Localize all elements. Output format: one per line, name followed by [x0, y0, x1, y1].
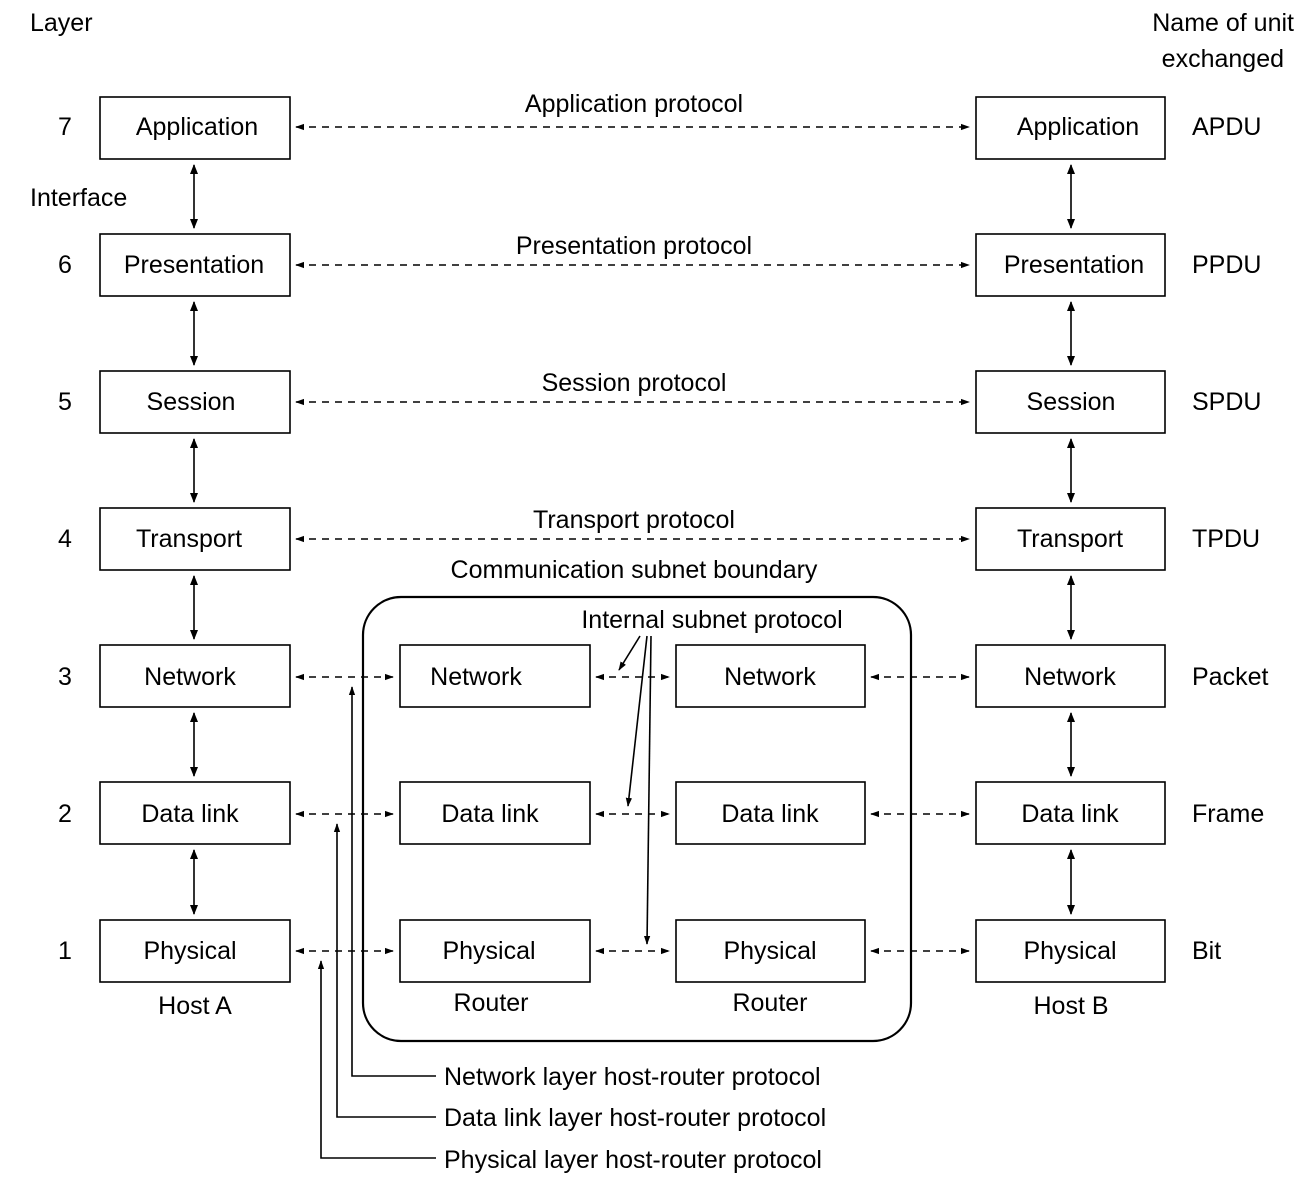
layer-number: 2 — [58, 800, 72, 828]
router-left-caption: Router — [453, 989, 528, 1017]
layer-number: 5 — [58, 388, 72, 416]
host-b-data-link-box — [975, 781, 1166, 845]
router-left-network-box — [399, 644, 591, 708]
physical-host-router-protocol-label: Physical layer host-router protocol — [444, 1146, 822, 1174]
protocol-label: Transport protocol — [533, 506, 735, 534]
data-link-host-router-protocol-label: Data link layer host-router protocol — [444, 1104, 826, 1132]
unit-label: Packet — [1192, 663, 1268, 691]
internal-subnet-protocol-pointers — [618, 635, 652, 945]
layer-row-6: 6 Presentation Presentation Presentation… — [58, 232, 1261, 297]
router-right-caption: Router — [732, 989, 807, 1017]
router-right-physical-box — [675, 919, 866, 983]
layer-number: 3 — [58, 663, 72, 691]
host-b-layer-name: Transport — [1017, 525, 1123, 553]
router-right-network-box — [675, 644, 866, 708]
layer-number: 7 — [58, 113, 72, 141]
router-left-layer-name: Physical — [442, 937, 535, 965]
router-right-data-link-box — [675, 781, 866, 845]
layer-row-7: 7 Application Application Application pr… — [58, 90, 1261, 160]
layer-row-1: 1 Physical Physical Physical Physical Bi… — [58, 919, 1221, 983]
layer-row-5: 5 Session Session Session protocol SPDU — [58, 369, 1261, 434]
unit-column-header-line2: exchanged — [1162, 45, 1284, 73]
internal-subnet-protocol-label: Internal subnet protocol — [581, 606, 842, 634]
layer-row-2: 2 Data link Data link Data link Data lin… — [58, 781, 1264, 845]
communication-subnet-boundary — [361, 595, 913, 1043]
layer-row-3: 3 Network Network Network Network Packet — [58, 644, 1268, 708]
router-right-layer-name: Data link — [721, 800, 819, 828]
router-left-physical-box — [399, 919, 591, 983]
data-link-host-router-leader — [333, 823, 436, 1118]
host-a-caption: Host A — [158, 992, 232, 1020]
host-b-layer-name: Physical — [1023, 937, 1116, 965]
host-a-layer-name: Session — [147, 388, 236, 416]
network-host-router-leader — [348, 686, 436, 1077]
protocol-label: Session protocol — [542, 369, 727, 397]
router-left-layer-name: Network — [430, 663, 522, 691]
host-a-physical-box — [99, 919, 291, 983]
subnet-boundary-label: Communication subnet boundary — [451, 556, 818, 584]
unit-label: APDU — [1192, 113, 1261, 141]
host-a-layer-name: Presentation — [124, 251, 264, 279]
protocol-label: Presentation protocol — [516, 232, 752, 260]
pointer-to-data-link — [625, 635, 648, 807]
host-a-transport-box — [99, 507, 291, 571]
network-host-router-protocol-label: Network layer host-router protocol — [444, 1063, 821, 1091]
unit-label: TPDU — [1192, 525, 1260, 553]
host-b-session-box — [975, 370, 1166, 434]
router-right-layer-name: Physical — [723, 937, 816, 965]
router-left-layer-name: Data link — [441, 800, 539, 828]
host-b-physical-box — [975, 919, 1166, 983]
host-a-layer-name: Application — [136, 113, 258, 141]
layer-column-header: Layer — [30, 9, 93, 37]
physical-host-router-leader — [317, 960, 436, 1159]
host-b-transport-box — [975, 507, 1166, 571]
interface-label: Interface — [30, 184, 127, 212]
host-a-network-box — [99, 644, 291, 708]
host-a-application-box — [99, 96, 291, 160]
host-a-presentation-box — [99, 233, 291, 297]
host-a-layer-name: Transport — [136, 525, 242, 553]
router-left-data-link-box — [399, 781, 591, 845]
host-a-layer-name: Physical — [143, 937, 236, 965]
host-b-presentation-box — [975, 233, 1166, 297]
unit-label: SPDU — [1192, 388, 1261, 416]
host-a-data-link-box — [99, 781, 291, 845]
host-b-layer-name: Data link — [1021, 800, 1119, 828]
unit-column-header-line1: Name of unit — [1152, 9, 1294, 37]
host-b-layer-name: Presentation — [1004, 251, 1144, 279]
layer-number: 6 — [58, 251, 72, 279]
host-a-layer-name: Data link — [141, 800, 239, 828]
host-b-network-box — [975, 644, 1166, 708]
unit-label: Frame — [1192, 800, 1264, 828]
host-a-layer-name: Network — [144, 663, 236, 691]
protocol-label: Application protocol — [525, 90, 743, 118]
host-b-layer-name: Network — [1024, 663, 1116, 691]
pointer-to-network — [618, 635, 641, 671]
host-b-layer-name: Session — [1027, 388, 1116, 416]
host-a-session-box — [99, 370, 291, 434]
host-b-caption: Host B — [1033, 992, 1108, 1020]
host-router-protocol-leaders — [317, 686, 436, 1159]
layer-row-4: 4 Transport Transport Transport protocol… — [58, 506, 1260, 571]
layer-number: 4 — [58, 525, 72, 553]
host-b-layer-name: Application — [1017, 113, 1139, 141]
pointer-to-physical — [643, 635, 652, 945]
unit-label: Bit — [1192, 937, 1221, 965]
router-right-layer-name: Network — [724, 663, 816, 691]
unit-label: PPDU — [1192, 251, 1261, 279]
host-b-application-box — [975, 96, 1166, 160]
layer-number: 1 — [58, 937, 72, 965]
